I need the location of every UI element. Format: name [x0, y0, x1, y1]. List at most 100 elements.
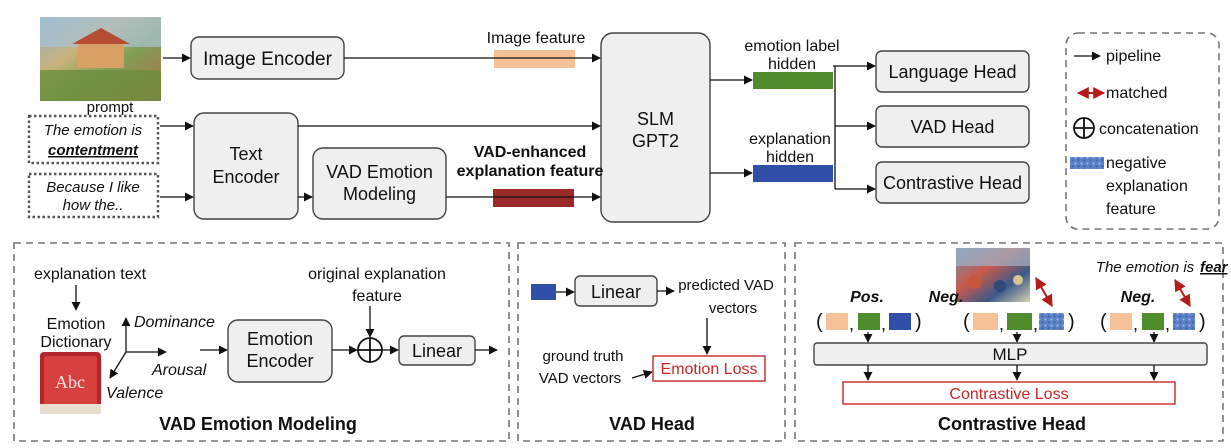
contrastive-panel-title: Contrastive Head	[938, 414, 1086, 434]
pos-label: Pos.	[850, 289, 884, 306]
gpt2-label: GPT2	[632, 131, 679, 151]
contrastive-loss-box	[842, 381, 1176, 405]
legend-concatenation: concatenation	[1099, 121, 1199, 138]
top-pipeline-arrows	[160, 53, 876, 202]
mlp-to-loss-arrows	[863, 365, 1159, 381]
legend-negative-1: negative	[1106, 155, 1167, 172]
negative-feature-icon	[1070, 157, 1104, 169]
vad-head-box	[875, 105, 1030, 148]
vad-modeling-box	[312, 147, 447, 220]
negative-tuple-1: ( , , )	[963, 311, 1075, 334]
emotion-hidden-bar	[753, 72, 833, 89]
pred-label1: predicted VAD	[678, 277, 774, 294]
mlp-box	[813, 342, 1208, 366]
arousal-label: Arousal	[151, 362, 207, 379]
p2-linear-label: Linear	[591, 282, 641, 302]
svg-text:(: (	[816, 311, 823, 333]
vad-head-panel-title: VAD Head	[609, 414, 695, 434]
emotion-encoder-box	[227, 319, 333, 383]
positive-tuple: ( , , )	[816, 311, 922, 334]
prompt-box	[27, 114, 160, 165]
emotion-hidden-label2: hidden	[768, 56, 816, 73]
slm-box	[600, 32, 711, 223]
p1-explanation-text: explanation text	[34, 266, 147, 283]
tuple-to-mlp-arrows	[863, 332, 1159, 343]
svg-text:,: ,	[1165, 314, 1170, 334]
svg-text:): )	[915, 311, 922, 333]
p2-arrow-gt	[631, 369, 653, 379]
pred-label2: vectors	[709, 300, 757, 317]
neg-label-2: Neg.	[1121, 289, 1156, 306]
vad-modeling-panel-title: VAD Emotion Modeling	[159, 414, 357, 434]
legend-box	[1065, 32, 1220, 230]
dominance-label: Dominance	[134, 314, 215, 331]
mlp-label: MLP	[993, 345, 1028, 364]
legend-negative-2: explanation	[1106, 178, 1188, 195]
text-encoder-box	[193, 112, 299, 220]
contrastive-head-label: Contrastive Head	[883, 173, 1022, 193]
text-encoder-label1: Text	[229, 144, 262, 164]
caption-line1: The emotion is	[1096, 259, 1195, 276]
prompt-label: prompt	[87, 99, 135, 116]
explanation-input-line1: Because I like	[46, 179, 139, 196]
p2-feature-bar	[531, 284, 556, 300]
vad-feature-label1: VAD-enhanced	[474, 144, 587, 161]
explanation-input-line2: how the..	[63, 197, 124, 214]
vad-axes	[109, 317, 167, 379]
emotion-encoder-label1: Emotion	[247, 329, 313, 349]
orig-feature-label2: feature	[352, 288, 402, 305]
emotion-encoder-label2: Encoder	[246, 351, 313, 371]
emotion-hidden-label1: emotion label	[744, 38, 839, 55]
svg-text:,: ,	[1133, 314, 1138, 334]
svg-text:(: (	[1100, 311, 1107, 333]
contrastive-loss-label: Contrastive Loss	[949, 386, 1068, 403]
p1-emotion-label2: Dictionary	[40, 334, 111, 351]
image-encoder-label: Image Encoder	[203, 49, 333, 70]
expl-hidden-label1: explanation	[749, 131, 831, 148]
p1-linear-label: Linear	[412, 341, 462, 361]
svg-text:(: (	[963, 311, 970, 333]
gt-label1: ground truth	[543, 348, 624, 365]
slm-label: SLM	[637, 109, 674, 129]
contrastive-head-panel	[794, 242, 1224, 442]
image-feature-bar	[494, 50, 575, 68]
svg-text:): )	[1068, 311, 1075, 333]
matched-arrow-icon	[1174, 278, 1191, 308]
vad-feature-label2: explanation feature	[457, 163, 604, 180]
book-label: Abc	[55, 372, 85, 392]
emotion-loss-box	[652, 355, 766, 382]
contrastive-head-box	[875, 161, 1030, 204]
painting-thumbnail	[40, 17, 161, 101]
vad-head-label: VAD Head	[911, 117, 995, 137]
legend-matched: matched	[1106, 85, 1167, 102]
vad-head-panel	[517, 242, 786, 442]
vad-modeling-panel	[13, 242, 510, 442]
prompt-text-line2: contentment	[48, 142, 139, 159]
emotion-loss-label: Emotion Loss	[661, 361, 758, 378]
negative-tuple-2: ( , , )	[1100, 311, 1206, 334]
neg-label-1: Neg.	[929, 289, 964, 306]
language-head-label: Language Head	[888, 62, 1016, 82]
concat-icon	[357, 337, 383, 363]
concat-icon	[1073, 117, 1095, 139]
p1-emotion-label1: Emotion	[47, 316, 106, 333]
svg-text:,: ,	[849, 314, 854, 334]
svg-text:,: ,	[881, 314, 886, 334]
vad-modeling-label2: Modeling	[343, 184, 416, 204]
expl-hidden-bar	[753, 165, 833, 182]
legend-negative-3: feature	[1106, 201, 1156, 218]
orig-feature-label1: original explanation	[308, 266, 446, 283]
explanation-input-box	[27, 172, 160, 219]
caption-line2: fear	[1200, 259, 1229, 276]
image-feature-label: Image feature	[487, 30, 586, 47]
expl-hidden-label2: hidden	[766, 149, 814, 166]
svg-text:): )	[1199, 311, 1206, 333]
legend-pipeline: pipeline	[1106, 48, 1161, 65]
dictionary-book-icon: Abc	[40, 352, 101, 414]
crowd-painting-thumbnail	[956, 248, 1030, 302]
svg-text:,: ,	[1033, 314, 1038, 334]
vad-modeling-label1: VAD Emotion	[326, 162, 433, 182]
language-head-box	[875, 50, 1030, 93]
svg-text:,: ,	[999, 314, 1004, 334]
